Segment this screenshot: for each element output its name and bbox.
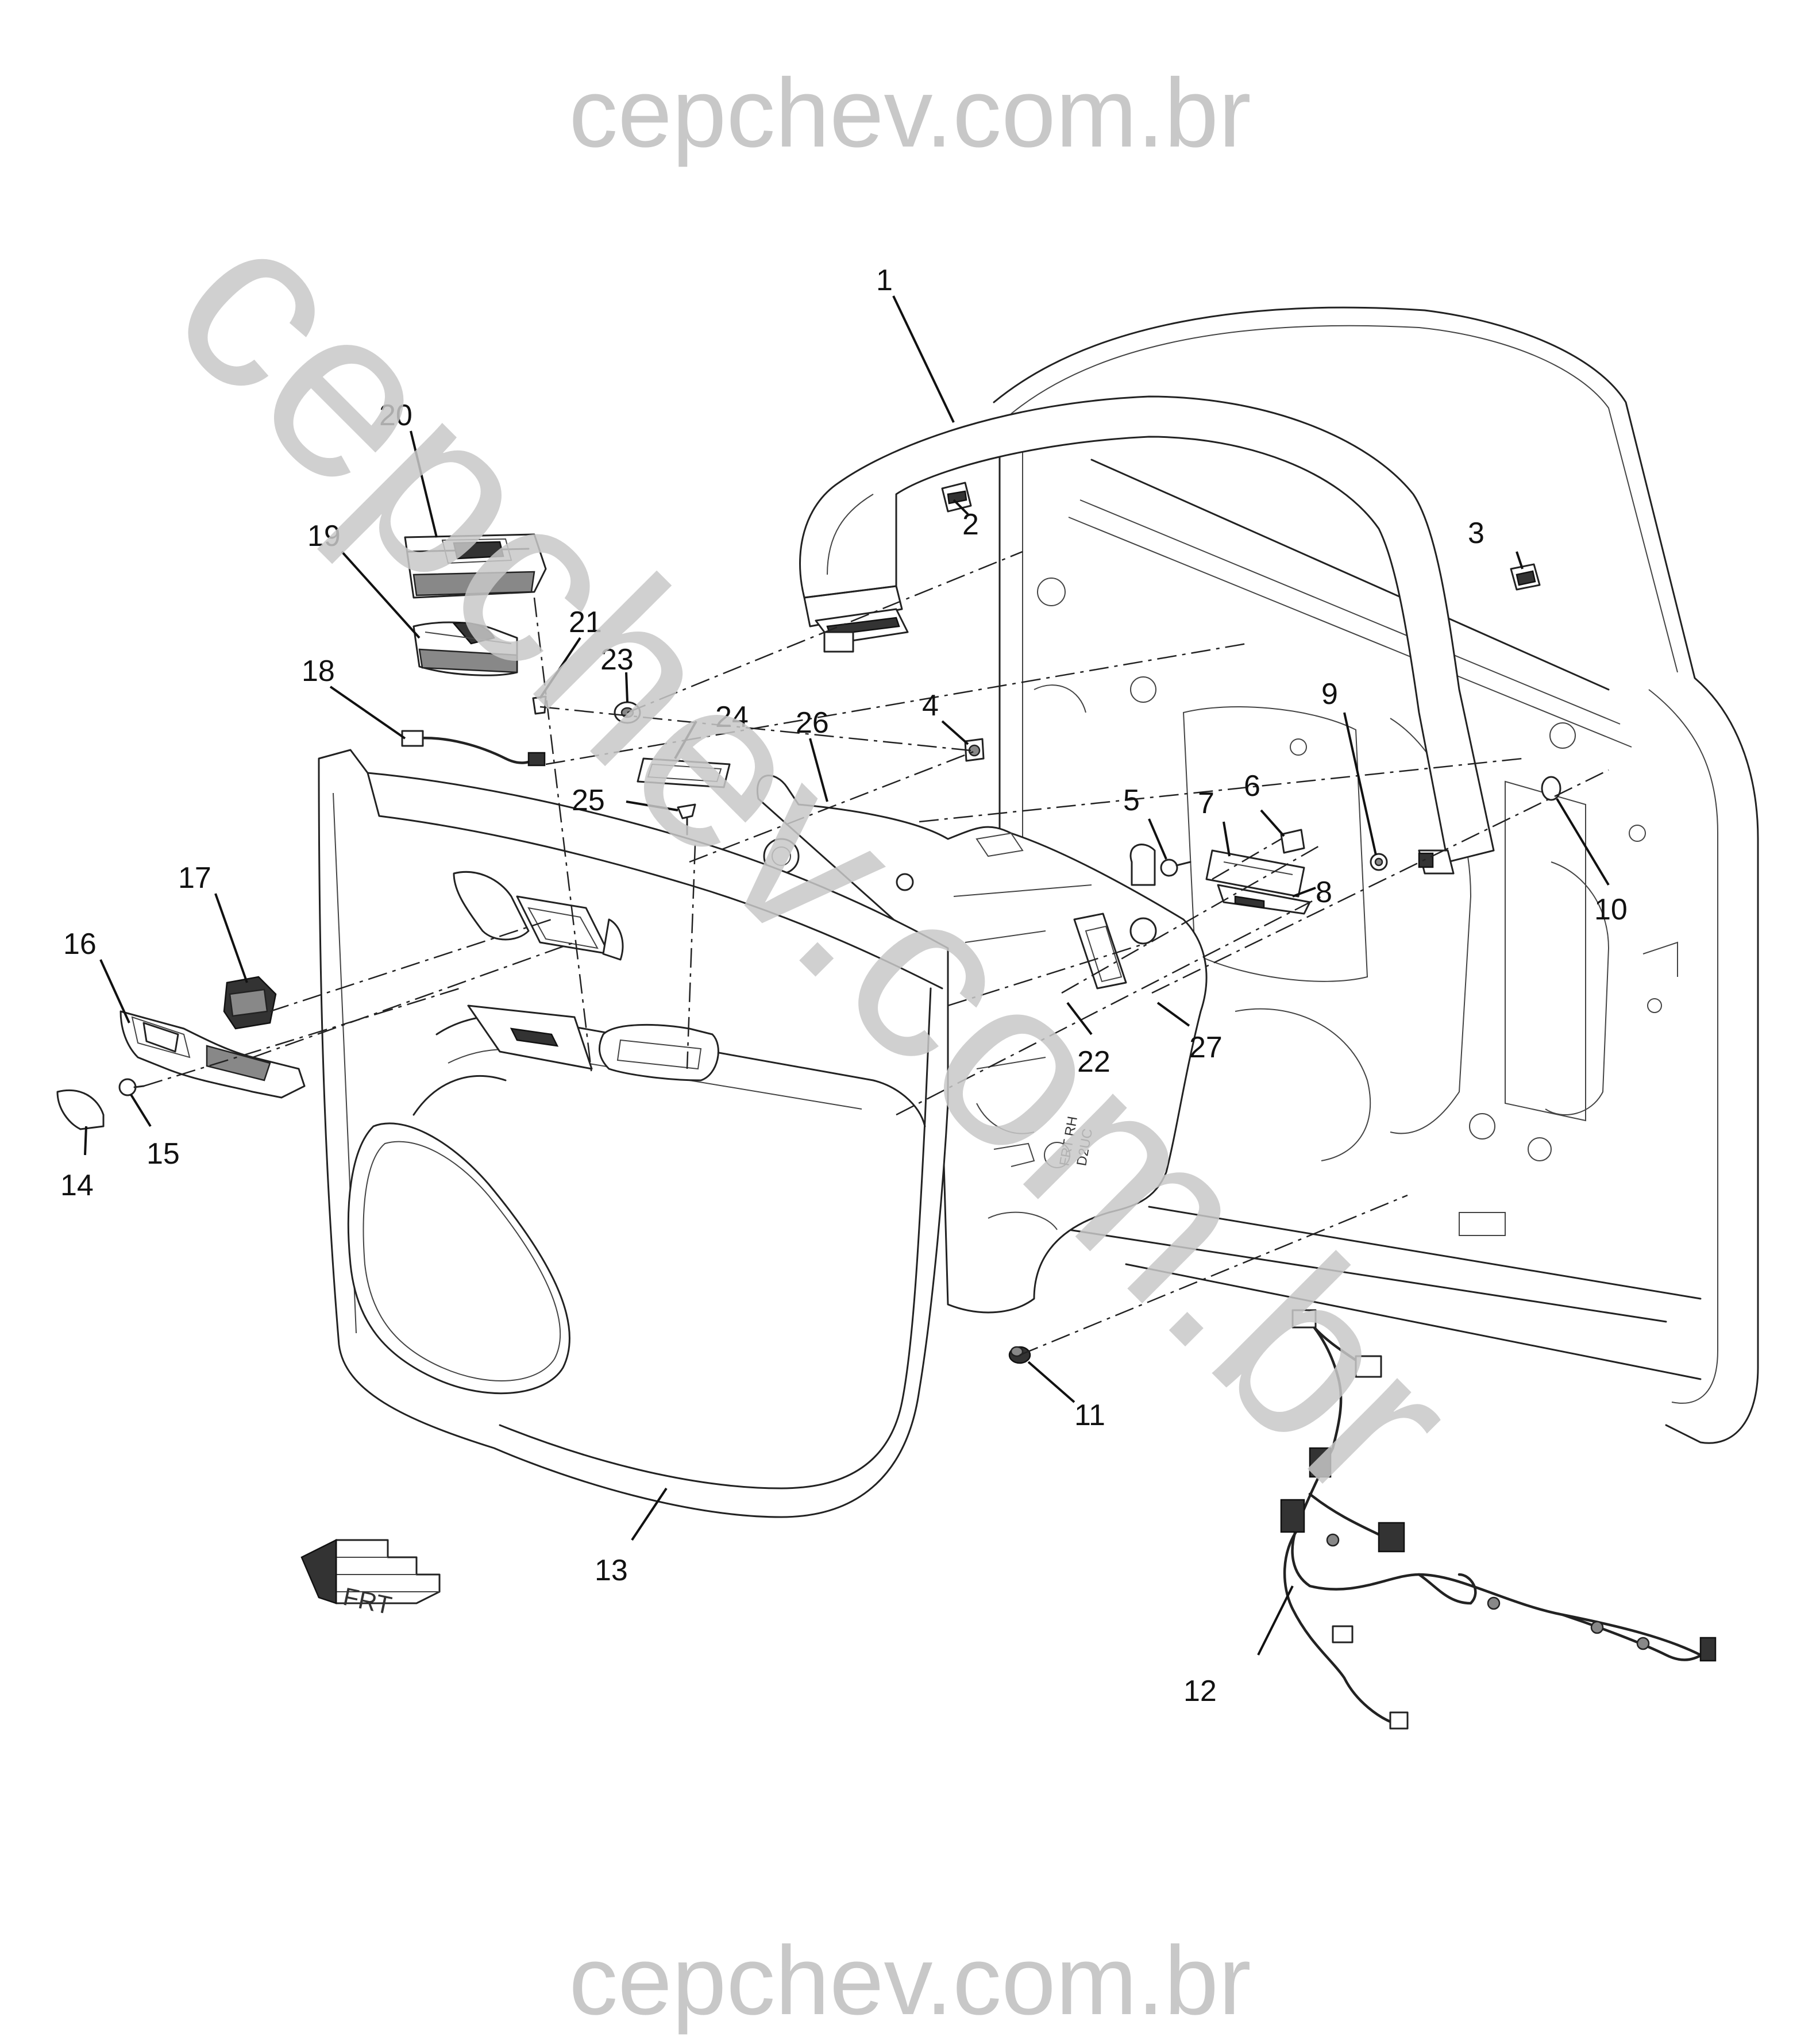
window-switch-19 bbox=[412, 621, 518, 676]
callout-1: 1 bbox=[876, 264, 893, 297]
callout-16: 16 bbox=[63, 927, 97, 961]
callout-11: 11 bbox=[1074, 1399, 1105, 1432]
bracket-7-8 bbox=[1129, 844, 1311, 915]
assembly-lines bbox=[143, 551, 1609, 1356]
cap-14 bbox=[56, 1089, 105, 1130]
callout-4: 4 bbox=[922, 689, 939, 722]
callout-15: 15 bbox=[146, 1137, 180, 1171]
callout-6: 6 bbox=[1244, 769, 1260, 803]
watermark-bottom: cepchev.com.br bbox=[569, 1926, 1251, 2035]
connector-18 bbox=[401, 730, 546, 767]
leader-lines bbox=[84, 295, 1610, 1656]
callout-25: 25 bbox=[572, 784, 605, 817]
lamp-24 bbox=[637, 757, 731, 788]
water-deflector: FRT RH D2UC bbox=[757, 775, 1208, 1314]
bolt-5 bbox=[1160, 859, 1192, 877]
callout-3: 3 bbox=[1468, 517, 1484, 550]
callout-20: 20 bbox=[379, 399, 412, 432]
callout-23: 23 bbox=[600, 643, 634, 676]
callout-9: 9 bbox=[1321, 678, 1338, 711]
callout-14: 14 bbox=[60, 1169, 94, 1202]
door-trim-panel bbox=[318, 749, 949, 1518]
callout-21: 21 bbox=[569, 606, 602, 639]
callout-26: 26 bbox=[796, 706, 829, 740]
callout-27: 27 bbox=[1189, 1031, 1223, 1064]
callout-2: 2 bbox=[962, 508, 979, 541]
callout-22: 22 bbox=[1077, 1045, 1110, 1079]
callout-13: 13 bbox=[595, 1554, 628, 1587]
handle-bezel-16 bbox=[119, 1010, 306, 1099]
callout-12: 12 bbox=[1183, 1675, 1217, 1708]
switch-17 bbox=[223, 976, 277, 1030]
clip-2 bbox=[941, 482, 972, 513]
plug-9 bbox=[1370, 853, 1388, 871]
frame-molding bbox=[799, 395, 1495, 875]
callout-10: 10 bbox=[1594, 893, 1628, 926]
front-direction-marker: FRT bbox=[300, 1538, 441, 1620]
bracket-6 bbox=[1280, 829, 1305, 854]
callout-7: 7 bbox=[1198, 787, 1214, 820]
wiring-harness bbox=[1280, 1309, 1717, 1730]
callout-8: 8 bbox=[1316, 876, 1332, 909]
switch-bezel-20 bbox=[404, 533, 547, 599]
screw-15 bbox=[118, 1078, 145, 1096]
callout-19: 19 bbox=[307, 519, 341, 553]
callout-labels: 1 2 3 4 5 6 7 8 9 10 11 12 13 14 15 16 1… bbox=[60, 264, 1628, 1708]
watermark-top: cepchev.com.br bbox=[569, 59, 1251, 168]
callout-18: 18 bbox=[302, 655, 335, 688]
plug-10 bbox=[1541, 776, 1561, 801]
screw-25 bbox=[677, 803, 696, 836]
arrow-left-icon bbox=[300, 1538, 337, 1604]
callout-17: 17 bbox=[178, 861, 211, 895]
clip-3 bbox=[1510, 563, 1541, 591]
callout-24: 24 bbox=[715, 700, 749, 734]
callout-5: 5 bbox=[1123, 784, 1140, 817]
